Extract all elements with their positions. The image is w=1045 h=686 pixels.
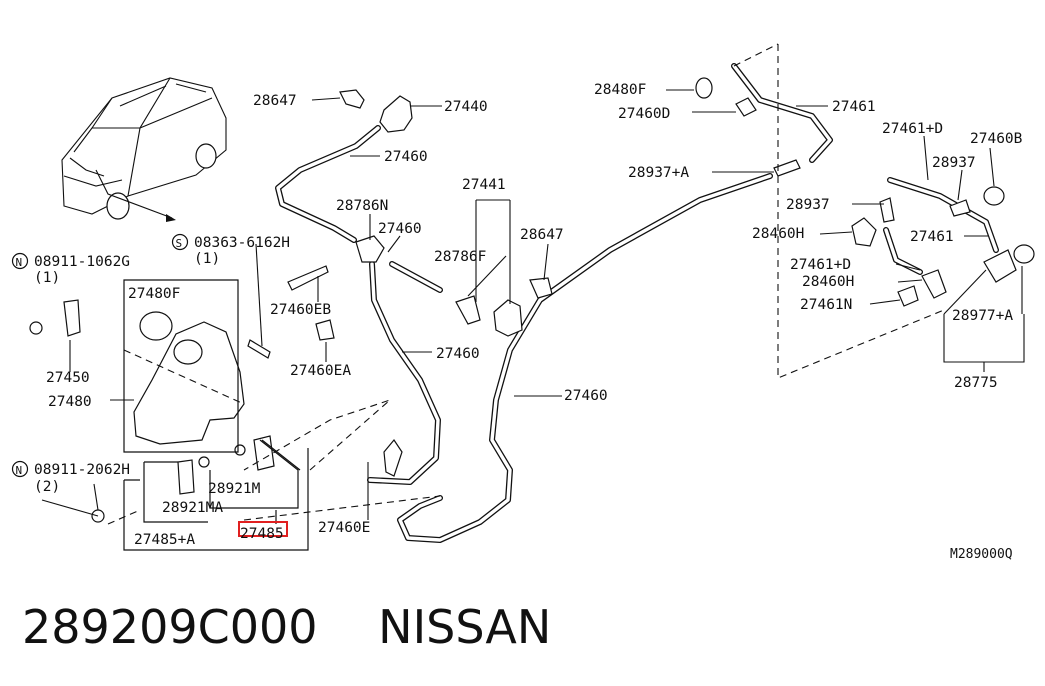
label-28460h-2[interactable]: 28460H [802,274,854,290]
label-28937-a[interactable]: 28937+A [628,165,689,181]
label-08911-2062h[interactable]: 08911-2062H [34,462,130,478]
leader-lines [41,89,1025,520]
vehicle-illustration [61,77,227,222]
parts-diagram: S N N 28647 27440 27460 28786N 27460 274… [11,43,1035,562]
label-27485-a[interactable]: 27485+A [134,532,195,548]
label-28460h[interactable]: 28460H [752,226,804,242]
label-27480[interactable]: 27480 [48,394,92,410]
s-symbol-letter: S [176,237,183,250]
label-27485[interactable]: 27485 [240,526,284,542]
s-symbol-icon [171,233,189,251]
label-27461[interactable]: 27461 [832,99,876,115]
label-08911-1062g-qty: (1) [34,270,60,286]
label-27440[interactable]: 27440 [444,99,488,115]
circled-symbols: S N N [11,233,189,478]
label-27460ea[interactable]: 27460EA [290,363,351,379]
n-symbol-icon [11,252,29,270]
phantom-lines [107,43,945,525]
label-27461-b[interactable]: 27461 [910,229,954,245]
label-28937-left[interactable]: 28937 [786,197,830,213]
label-27441[interactable]: 27441 [462,177,506,193]
diagram-code: M289000Q [950,547,1013,562]
label-27461-d[interactable]: 27461+D [882,121,943,137]
group-boxes [123,279,309,551]
label-28937-top[interactable]: 28937 [932,155,976,171]
label-08911-1062g[interactable]: 08911-1062G [34,254,130,270]
label-27460eb[interactable]: 27460EB [270,302,331,318]
label-27480f[interactable]: 27480F [128,286,180,302]
label-27460-c[interactable]: 27460 [436,346,480,362]
label-27460b[interactable]: 27460B [970,131,1023,147]
n-symbol-letter-1: N [16,256,23,269]
part-shapes [29,77,1035,523]
label-08363-qty: (1) [194,251,220,267]
brand-name: NISSAN [378,600,552,654]
part-labels: 28647 27440 27460 28786N 27460 27441 287… [34,82,1023,562]
label-28647-a[interactable]: 28647 [253,93,297,109]
label-27460d[interactable]: 27460D [618,106,670,122]
label-28921m[interactable]: 28921M [208,481,261,497]
label-27460-d[interactable]: 27460 [564,388,608,404]
n-symbol-icon [11,460,29,478]
highlight-box [238,521,288,537]
label-27460-a[interactable]: 27460 [384,149,428,165]
label-08363[interactable]: 08363-6162H [194,235,290,251]
label-27460-b[interactable]: 27460 [378,221,422,237]
label-27461-d2[interactable]: 27461+D [790,257,851,273]
label-08911-2062h-qty: (2) [34,479,60,495]
label-28921ma[interactable]: 28921MA [162,500,223,516]
part-number: 289209C000 [22,600,318,654]
label-28977-a[interactable]: 28977+A [952,308,1013,324]
label-27450[interactable]: 27450 [46,370,90,386]
label-28786n[interactable]: 28786N [336,198,388,214]
label-28775[interactable]: 28775 [954,375,998,391]
hose-left-run [275,125,443,485]
label-28480f[interactable]: 28480F [594,82,646,98]
label-27461n[interactable]: 27461N [800,297,852,313]
footer-caption: 289209C000 NISSAN [22,600,1022,660]
label-28786f[interactable]: 28786F [434,249,486,265]
label-28647-b[interactable]: 28647 [520,227,564,243]
label-27460e[interactable]: 27460E [318,520,370,536]
n-symbol-letter-2: N [16,464,23,477]
